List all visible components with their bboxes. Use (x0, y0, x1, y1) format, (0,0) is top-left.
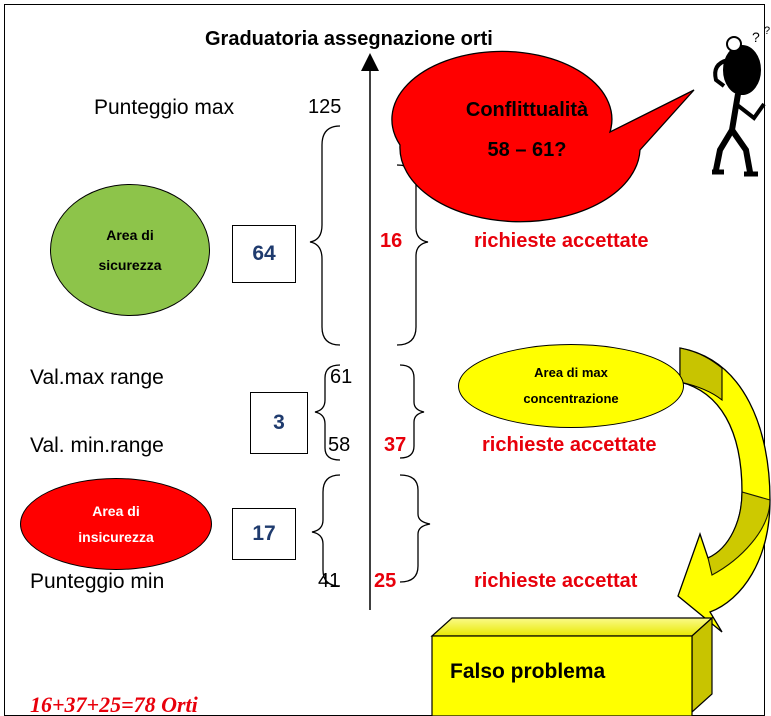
formula-total: 16+37+25=78 Orti (30, 692, 198, 716)
accepted-label-2: richieste accettate (482, 434, 657, 456)
count-37: 37 (384, 434, 407, 456)
bubble-line1: Conflittualità (465, 99, 589, 121)
brace-right-range (399, 364, 425, 459)
accepted-label-3: richieste accettat (474, 570, 638, 592)
area-insicurezza-line2: insicurezza (78, 529, 154, 545)
area-concentrazione-ellipse: Area di max concentrazione (458, 344, 684, 428)
brace-left-top (309, 125, 341, 346)
area-sicurezza-line1: Area di (106, 227, 154, 243)
svg-text:?: ? (764, 25, 770, 37)
bubble-text: Conflittualità 58 – 61? (452, 90, 602, 170)
thinking-figure-icon: ? ? (712, 25, 770, 177)
area-sicurezza-ellipse: Area di sicurezza (50, 184, 210, 316)
value-max: 125 (308, 96, 342, 118)
box-64: 64 (232, 225, 296, 283)
area-insicurezza-line1: Area di (92, 503, 140, 519)
label-punteggio-min: Punteggio min (30, 570, 165, 593)
svg-text:?: ? (752, 29, 760, 45)
area-sicurezza-line2: sicurezza (98, 257, 162, 273)
speech-bubble (391, 50, 695, 223)
value-min: 41 (318, 570, 341, 592)
falso-problema-label: Falso problema (450, 660, 606, 683)
brace-right-bottom (399, 474, 431, 583)
value-range-min: 58 (328, 434, 351, 456)
accepted-label-1: richieste accettate (474, 230, 649, 252)
count-25: 25 (374, 570, 397, 592)
brace-left-bottom (311, 474, 341, 587)
count-16: 16 (380, 230, 403, 252)
diagram-title: Graduatoria assegnazione orti (205, 28, 493, 50)
falso-problema-front (431, 635, 693, 716)
curved-arrow (677, 347, 771, 633)
area-concentrazione-line2: concentrazione (523, 391, 619, 406)
brace-left-range (314, 364, 341, 461)
falso-problema-top (430, 617, 714, 637)
area-insicurezza-ellipse: Area di insicurezza (20, 478, 212, 570)
box-3: 3 (250, 392, 308, 454)
bubble-line2: 58 – 61? (487, 139, 567, 161)
label-punteggio-max: Punteggio max (94, 96, 235, 119)
label-val-min-range: Val. min.range (30, 434, 164, 457)
box-17: 17 (232, 508, 296, 560)
value-range-max: 61 (330, 366, 353, 388)
label-val-max-range: Val.max range (30, 366, 164, 389)
area-concentrazione-line1: Area di max (534, 365, 608, 380)
